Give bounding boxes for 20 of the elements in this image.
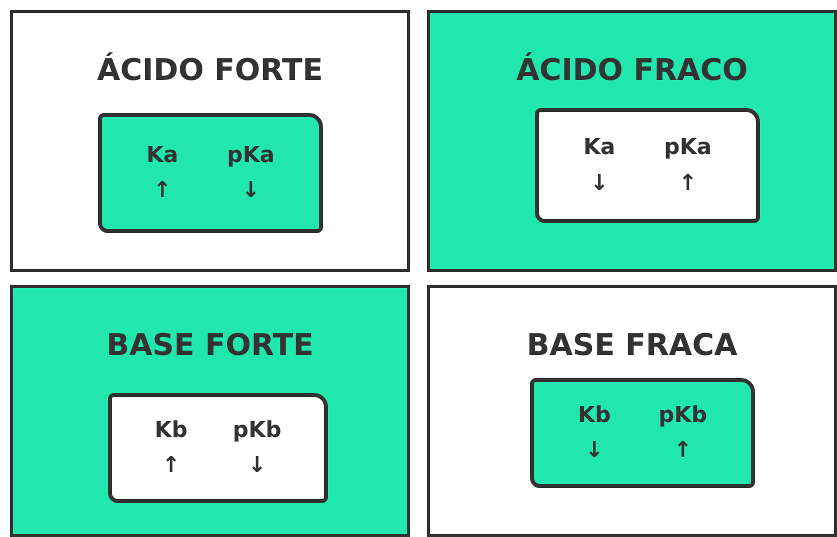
panel-title: BASE FORTE [105,328,315,363]
panel [10,285,410,537]
panel-title: ÁCIDO FORTE [96,53,324,88]
constant-trend-label: Kb ↓ [578,402,611,465]
constant-trend-label: Ka ↑ [146,142,178,205]
panel [427,10,837,272]
value-card [98,113,323,233]
value-card [108,393,328,503]
panel [10,10,410,272]
constant-trend-label: pKa ↑ [664,134,712,198]
constant-trend-label: Ka ↓ [583,134,616,198]
constant-trend-label: pKb ↓ [232,416,282,480]
value-card [535,108,760,223]
panel [427,285,837,537]
value-card [530,378,755,488]
constant-trend-label: Kb ↑ [154,416,188,480]
constant-trend-label: pKa ↓ [226,142,275,205]
panel-title: BASE FRACA [526,328,738,363]
panel-title: ÁCIDO FRACO [515,53,749,88]
constant-trend-label: pKb ↑ [658,402,708,465]
